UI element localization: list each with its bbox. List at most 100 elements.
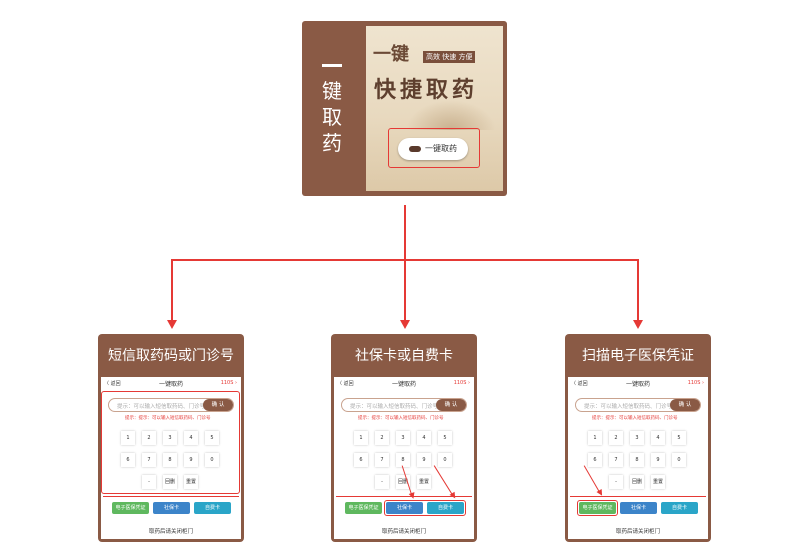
card-title: 社保卡或自费卡 xyxy=(355,348,453,364)
back-link[interactable]: 〈 返回 xyxy=(104,381,121,387)
keypad-key[interactable]: 4 xyxy=(184,431,198,445)
ehealth-voucher-button[interactable]: 电子医保凭证 xyxy=(579,502,616,514)
back-link[interactable]: 〈 返回 xyxy=(571,381,588,387)
card-sms-code: 短信取药码或门诊号 〈 返回 一键取药 110S › 提示：可以输入短信取药码、… xyxy=(98,334,244,542)
nav-title: 一键取药 xyxy=(391,381,416,388)
social-card-button[interactable]: 社保卡 xyxy=(153,502,190,514)
code-input[interactable]: 提示：可以输入短信取药码、门诊号 确 认 xyxy=(108,398,234,412)
card-social-card: 社保卡或自费卡 〈 返回 一键取药 110S › 提示：可以输入短信取药码、门诊… xyxy=(331,334,477,542)
nav-title: 一键取药 xyxy=(158,381,183,388)
input-hint: 提示：提示：可以输入短信取药码、门诊号 xyxy=(592,416,678,421)
countdown-timer: 110S › xyxy=(687,380,704,386)
keypad-key[interactable]: 0 xyxy=(438,453,452,467)
one-key-pickup-button[interactable]: 一键取药 xyxy=(398,138,468,160)
keypad-key[interactable]: 0 xyxy=(672,453,686,467)
nav-bar: 〈 返回 一键取药 110S › xyxy=(568,377,708,389)
connector-left xyxy=(171,259,173,321)
hero-side-char: 取 xyxy=(322,105,342,129)
ehealth-voucher-button[interactable]: 电子医保凭证 xyxy=(345,502,382,514)
code-input-placeholder: 提示：可以输入短信取药码、门诊号 xyxy=(117,404,205,410)
ehealth-button-highlight xyxy=(577,500,618,516)
keypad-key[interactable]: 1 xyxy=(588,431,602,445)
keypad-key[interactable]: 2 xyxy=(375,431,389,445)
pointer-arrow-icon xyxy=(433,465,455,498)
code-input-placeholder: 提示：可以输入短信取药码、门诊号 xyxy=(584,404,672,410)
keypad-key[interactable]: 5 xyxy=(438,431,452,445)
keypad-key[interactable]: 1 xyxy=(121,431,135,445)
keypad-key[interactable]: 3 xyxy=(630,431,644,445)
nav-bar: 〈 返回 一键取药 110S › xyxy=(101,377,241,389)
self-pay-card-button[interactable]: 自费卡 xyxy=(194,502,231,514)
keypad-key[interactable]: 7 xyxy=(142,453,156,467)
card-ehealth: 扫描电子医保凭证 〈 返回 一键取药 110S › 提示：可以输入短信取药码、门… xyxy=(565,334,711,542)
keypad-key[interactable]: 1 xyxy=(354,431,368,445)
arrow-down-icon xyxy=(633,320,643,329)
arrow-down-icon xyxy=(167,320,177,329)
keypad-key[interactable]: 9 xyxy=(184,453,198,467)
keypad-key[interactable]: 6 xyxy=(121,453,135,467)
keypad-key[interactable]: 4 xyxy=(417,431,431,445)
self-pay-card-button[interactable]: 自费卡 xyxy=(427,502,464,514)
keypad-key[interactable]: 重置 xyxy=(417,475,431,489)
confirm-button[interactable]: 确 认 xyxy=(436,399,466,411)
code-input-placeholder: 提示：可以输入短信取药码、门诊号 xyxy=(350,404,438,410)
keypad-key[interactable]: 8 xyxy=(396,453,410,467)
hero-line1: 一键 xyxy=(373,44,409,65)
hero-card: 键 取 药 一键 高效 快速 方便 快捷取药 一键取药 xyxy=(302,21,507,196)
ehealth-voucher-button[interactable]: 电子医保凭证 xyxy=(112,502,149,514)
keypad-key[interactable]: - xyxy=(142,475,156,489)
pointer-arrow-icon xyxy=(583,465,602,495)
capsule-icon xyxy=(409,145,421,152)
keypad-key[interactable]: 4 xyxy=(651,431,665,445)
keypad-key[interactable]: 7 xyxy=(609,453,623,467)
nav-bar: 〈 返回 一键取药 110S › xyxy=(334,377,474,389)
keypad-key[interactable]: 6 xyxy=(354,453,368,467)
keypad-key[interactable]: - xyxy=(609,475,623,489)
keypad-key[interactable]: 重置 xyxy=(184,475,198,489)
hero-line2: 快捷取药 xyxy=(374,78,479,103)
keypad-key[interactable]: 重置 xyxy=(651,475,665,489)
keypad-key[interactable]: 5 xyxy=(672,431,686,445)
keypad-key[interactable]: 5 xyxy=(205,431,219,445)
keypad-key[interactable]: 6 xyxy=(588,453,602,467)
nav-title: 一键取药 xyxy=(625,381,650,388)
hero-button-highlight xyxy=(388,128,480,168)
hero-side-strip: 键 取 药 xyxy=(302,21,362,196)
keypad-key[interactable]: 8 xyxy=(163,453,177,467)
back-link[interactable]: 〈 返回 xyxy=(337,381,354,387)
connector-trunk xyxy=(404,205,406,260)
keypad-key[interactable]: 8 xyxy=(630,453,644,467)
input-hint: 提示：提示：可以输入短信取药码、门诊号 xyxy=(358,416,444,421)
self-pay-card-button[interactable]: 自费卡 xyxy=(661,502,698,514)
code-input[interactable]: 提示：可以输入短信取药码、门诊号 确 认 xyxy=(341,398,467,412)
keypad-key[interactable]: 2 xyxy=(142,431,156,445)
keypad-key[interactable]: 9 xyxy=(651,453,665,467)
keypad-key[interactable]: 回删 xyxy=(163,475,177,489)
code-input[interactable]: 提示：可以输入短信取药码、门诊号 确 认 xyxy=(575,398,701,412)
card-buttons-highlight xyxy=(384,500,466,516)
connector-middle xyxy=(404,259,406,321)
keypad-key[interactable]: 3 xyxy=(163,431,177,445)
hero-side-char: 键 xyxy=(322,79,342,103)
hero-tags: 高效 快速 方便 xyxy=(423,51,476,63)
keypad-key[interactable]: - xyxy=(375,475,389,489)
social-card-button[interactable]: 社保卡 xyxy=(386,502,423,514)
confirm-button[interactable]: 确 认 xyxy=(203,399,233,411)
connector-right xyxy=(637,259,639,321)
social-card-button[interactable]: 社保卡 xyxy=(620,502,657,514)
keypad-key[interactable]: 7 xyxy=(375,453,389,467)
arrow-down-icon xyxy=(400,320,410,329)
card-title: 扫描电子医保凭证 xyxy=(582,348,694,364)
keypad-key[interactable]: 9 xyxy=(417,453,431,467)
keypad-key[interactable]: 2 xyxy=(609,431,623,445)
footer-note: 取药后请关闭柜门 xyxy=(148,529,193,535)
input-area-highlight xyxy=(101,391,240,494)
keypad-key[interactable]: 3 xyxy=(396,431,410,445)
phone-screen: 〈 返回 一键取药 110S › 提示：可以输入短信取药码、门诊号 确 认 提示… xyxy=(334,377,474,539)
card-title: 短信取药码或门诊号 xyxy=(108,348,234,364)
divider xyxy=(570,496,706,497)
keypad-key[interactable]: 回删 xyxy=(630,475,644,489)
input-hint: 提示：提示：可以输入短信取药码、门诊号 xyxy=(125,416,211,421)
keypad-key[interactable]: 0 xyxy=(205,453,219,467)
confirm-button[interactable]: 确 认 xyxy=(670,399,700,411)
